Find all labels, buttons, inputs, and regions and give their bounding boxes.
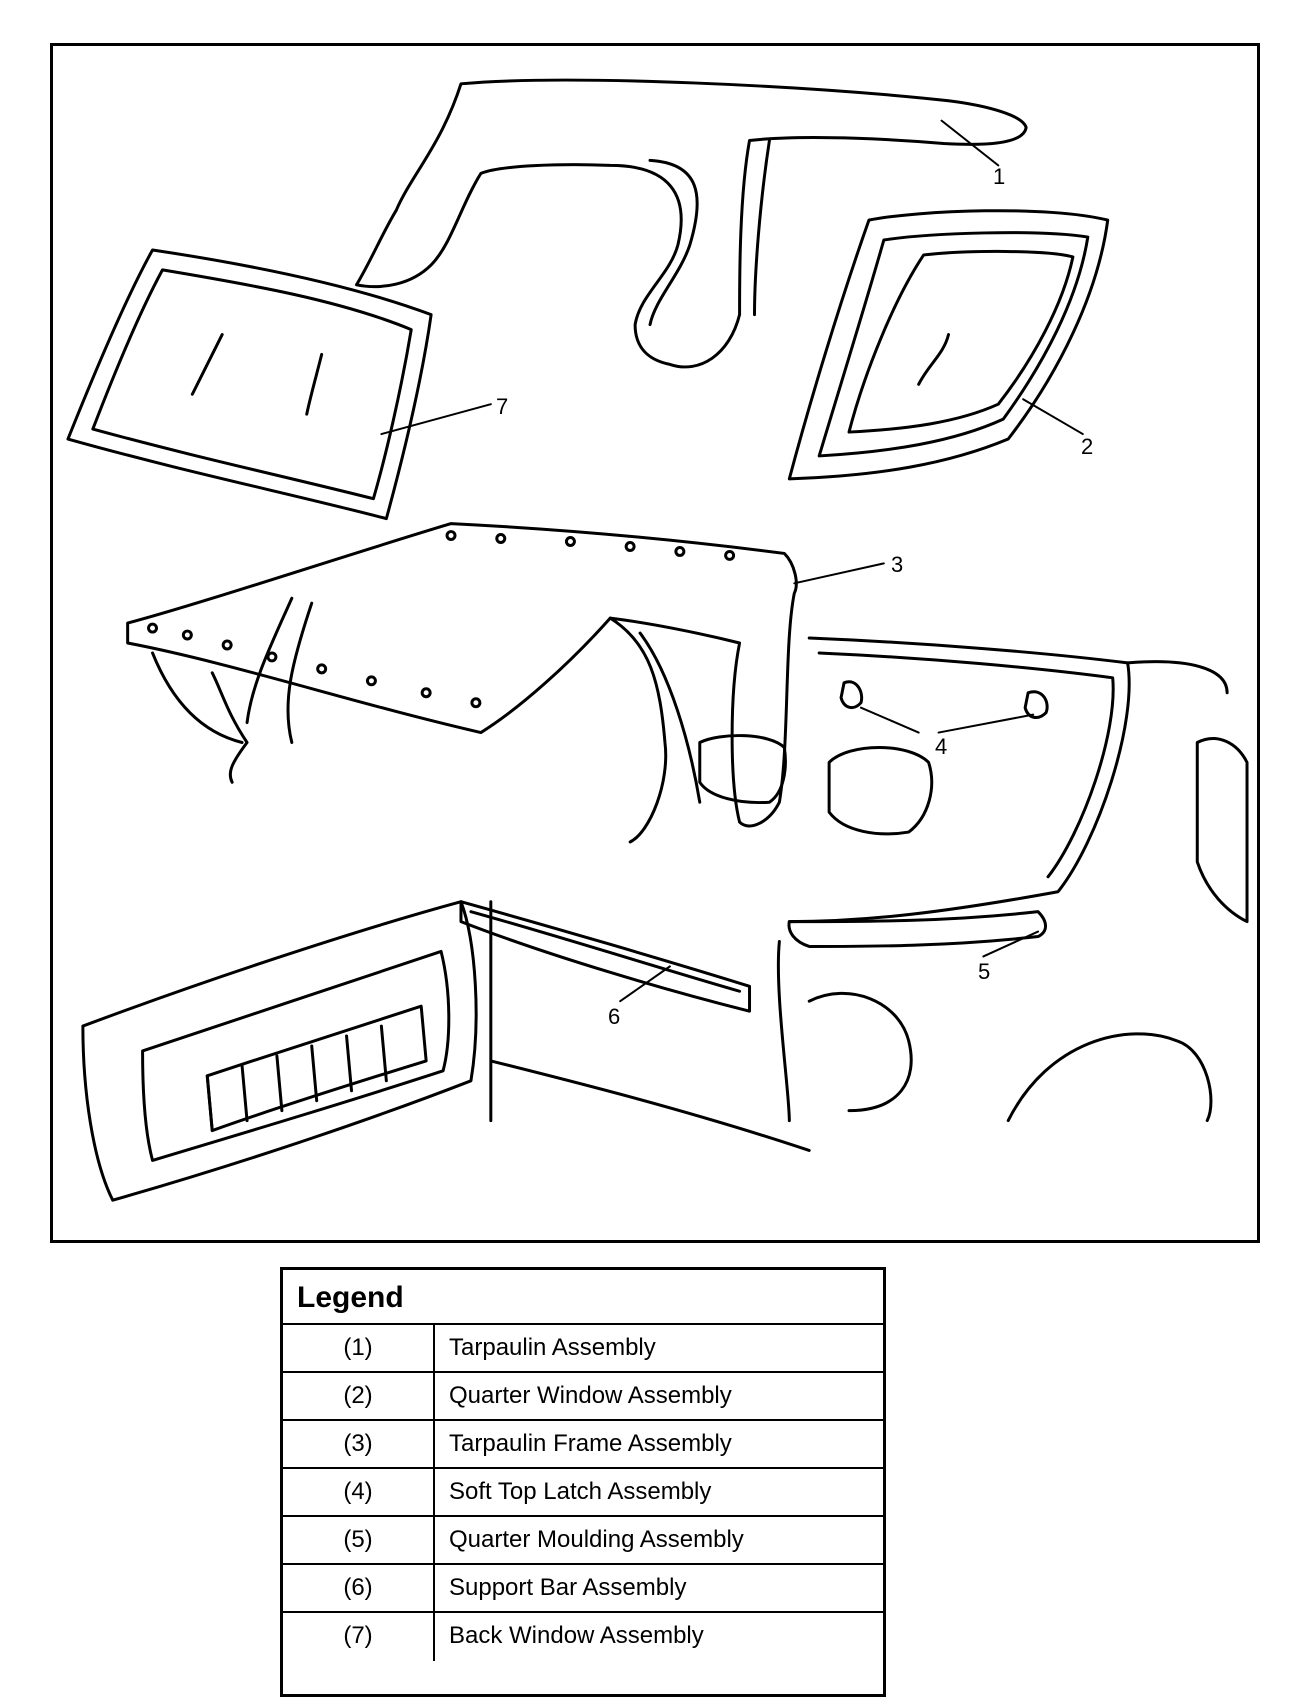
vehicle-body: [698, 636, 1249, 1123]
callout-2: 2: [1081, 434, 1094, 459]
latch-left: [839, 680, 864, 709]
callout-3: 3: [891, 552, 904, 577]
legend-row: (7) Back Window Assembly: [283, 1613, 883, 1661]
legend-row: (5) Quarter Moulding Assembly: [283, 1517, 883, 1565]
legend-number: (3): [283, 1421, 435, 1467]
legend-number: (4): [283, 1469, 435, 1515]
legend-description: Support Bar Assembly: [449, 1574, 687, 1601]
legend-row: (6) Support Bar Assembly: [283, 1565, 883, 1613]
callout-4: 4: [935, 734, 948, 759]
quarter-window-part: [787, 209, 1110, 481]
legend-description: Soft Top Latch Assembly: [449, 1478, 712, 1505]
leader-lines: [380, 119, 1084, 1003]
legend-row: (2) Quarter Window Assembly: [283, 1373, 883, 1421]
support-bar-part: [459, 900, 752, 1013]
diagram-drawing: [66, 78, 1249, 1202]
legend-number: (7): [283, 1613, 435, 1661]
latch-right: [1023, 690, 1049, 719]
callout-1: 1: [993, 164, 1006, 189]
legend-number: (5): [283, 1517, 435, 1563]
back-window-part: [66, 248, 433, 521]
legend-number: (1): [283, 1325, 435, 1371]
callout-5: 5: [978, 959, 991, 984]
legend-description: Tarpaulin Assembly: [449, 1334, 656, 1361]
legend-table: Legend (1) Tarpaulin Assembly (2) Quarte…: [280, 1267, 886, 1697]
legend-number: (6): [283, 1565, 435, 1611]
tarpaulin-part: [355, 78, 1028, 369]
exploded-parts-diagram: 1 2 3 4 5 6 7: [50, 43, 1260, 1243]
legend-description: Back Window Assembly: [449, 1622, 704, 1649]
legend-description: Quarter Window Assembly: [449, 1382, 732, 1409]
legend-row: (1) Tarpaulin Assembly: [283, 1325, 883, 1373]
legend-title: Legend: [283, 1270, 883, 1325]
tarpaulin-frame-part: [126, 522, 798, 844]
legend-row: (3) Tarpaulin Frame Assembly: [283, 1421, 883, 1469]
callout-7: 7: [496, 394, 509, 419]
legend-row: (4) Soft Top Latch Assembly: [283, 1469, 883, 1517]
legend-number: (2): [283, 1373, 435, 1419]
legend-description: Tarpaulin Frame Assembly: [449, 1430, 732, 1457]
callout-6: 6: [608, 1004, 621, 1029]
door-part: [81, 900, 811, 1202]
legend-description: Quarter Moulding Assembly: [449, 1526, 744, 1553]
